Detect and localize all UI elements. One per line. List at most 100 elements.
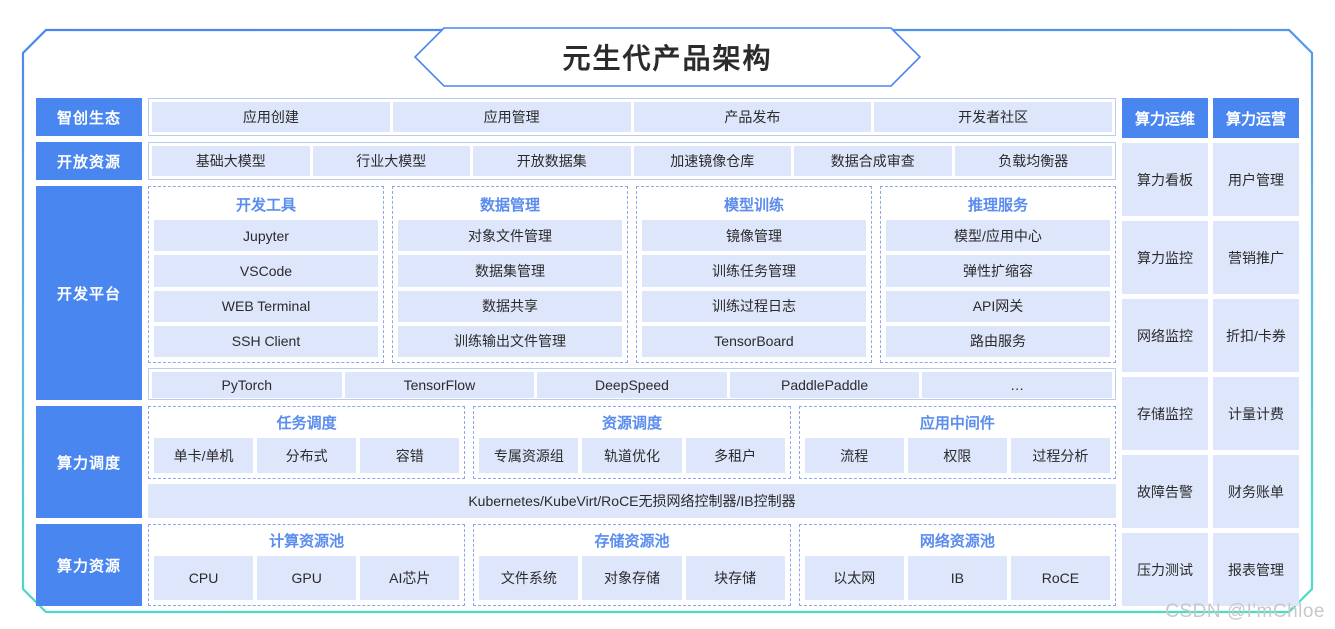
resource-item[interactable]: 行业大模型 [312, 146, 470, 176]
group-compute-pool: 计算资源池 CPU GPU AI芯片 [148, 524, 466, 606]
ops-item[interactable]: 营销推广 [1213, 221, 1299, 294]
watermark: CSDN @I'mChloe [1165, 601, 1325, 622]
group-storage-pool: 存储资源池 文件系统 对象存储 块存储 [473, 524, 791, 606]
platform-controller-bar[interactable]: Kubernetes/KubeVirt/RoCE无损网络控制器/IB控制器 [148, 484, 1116, 518]
eco-item[interactable]: 应用管理 [392, 102, 631, 132]
group-items: Jupyter VSCode WEB Terminal SSH Client [154, 220, 378, 357]
ops-item[interactable]: 报表管理 [1213, 533, 1299, 606]
app-middleware-item[interactable]: 权限 [907, 438, 1007, 473]
ops-column-maintenance: 算力运维 算力看板 算力监控 网络监控 存储监控 故障告警 压力测试 [1122, 98, 1208, 606]
ops-item[interactable]: 折扣/卡券 [1213, 299, 1299, 372]
dev-tool-item[interactable]: WEB Terminal [154, 290, 378, 322]
eco-item[interactable]: 开发者社区 [874, 102, 1112, 132]
title-banner: 元生代产品架构 [414, 27, 921, 87]
dev-tool-item[interactable]: SSH Client [154, 325, 378, 357]
ops-item[interactable]: 算力监控 [1122, 221, 1208, 294]
page-title: 元生代产品架构 [562, 43, 773, 74]
data-management-item[interactable]: 对象文件管理 [398, 220, 622, 252]
operations-panel: 算力运维 算力看板 算力监控 网络监控 存储监控 故障告警 压力测试 算力运营 … [1122, 98, 1299, 606]
compute-pool-item[interactable]: CPU [154, 556, 254, 600]
network-pool-item[interactable]: RoCE [1010, 556, 1110, 600]
row-compute-resources: 算力资源 计算资源池 CPU GPU AI芯片 存储资源池 文件系统 对象存储 [36, 524, 1116, 606]
ops-item[interactable]: 存储监控 [1122, 377, 1208, 450]
group-inference-service: 推理服务 模型/应用中心 弹性扩缩容 API网关 路由服务 [880, 186, 1116, 363]
model-training-item[interactable]: TensorBoard [642, 325, 866, 357]
resource-scheduling-item[interactable]: 多租户 [685, 438, 785, 473]
ops-column-head: 算力运营 [1213, 98, 1299, 138]
model-training-item[interactable]: 训练任务管理 [642, 255, 866, 287]
inference-service-item[interactable]: API网关 [886, 290, 1110, 322]
inference-service-item[interactable]: 弹性扩缩容 [886, 255, 1110, 287]
task-scheduling-item[interactable]: 分布式 [257, 438, 357, 473]
inference-service-item[interactable]: 路由服务 [886, 325, 1110, 357]
group-title: 网络资源池 [919, 533, 995, 550]
row-body-eco: 应用创建 应用管理 产品发布 开发者社区 [148, 98, 1116, 136]
group-title: 资源调度 [601, 415, 662, 432]
eco-item[interactable]: 应用创建 [152, 102, 390, 132]
framework-item-more[interactable]: … [922, 372, 1112, 398]
group-title: 计算资源池 [269, 533, 345, 550]
compute-pool-item[interactable]: GPU [257, 556, 357, 600]
ops-item[interactable]: 财务账单 [1213, 455, 1299, 528]
task-scheduling-item[interactable]: 单卡/单机 [154, 438, 254, 473]
ops-item[interactable]: 计量计费 [1213, 377, 1299, 450]
ops-column-operations: 算力运营 用户管理 营销推广 折扣/卡券 计量计费 财务账单 报表管理 [1213, 98, 1299, 606]
data-management-item[interactable]: 训练输出文件管理 [398, 325, 622, 357]
ops-item[interactable]: 故障告警 [1122, 455, 1208, 528]
architecture-board: 智创生态 应用创建 应用管理 产品发布 开发者社区 开放资源 基础大模型 行业大… [36, 98, 1299, 606]
dev-tool-item[interactable]: Jupyter [154, 220, 378, 252]
compute-scheduling-groups: 任务调度 单卡/单机 分布式 容错 资源调度 专属资源组 轨道优化 多租户 [148, 406, 1116, 479]
dev-platform-body: 开发工具 Jupyter VSCode WEB Terminal SSH Cli… [148, 186, 1116, 400]
ops-item[interactable]: 压力测试 [1122, 533, 1208, 606]
storage-pool-item[interactable]: 对象存储 [582, 556, 682, 600]
group-title: 任务调度 [276, 415, 337, 432]
network-pool-item[interactable]: 以太网 [804, 556, 904, 600]
row-label-compute-scheduling: 算力调度 [36, 406, 142, 518]
framework-item[interactable]: TensorFlow [344, 372, 535, 398]
framework-item[interactable]: PyTorch [152, 372, 342, 398]
resource-item[interactable]: 开放数据集 [473, 146, 631, 176]
network-pool-item[interactable]: IB [907, 556, 1007, 600]
group-items: 流程 权限 过程分析 [804, 438, 1110, 473]
group-app-middleware: 应用中间件 流程 权限 过程分析 [798, 406, 1116, 479]
architecture-left-stack: 智创生态 应用创建 应用管理 产品发布 开发者社区 开放资源 基础大模型 行业大… [36, 98, 1116, 606]
model-training-item[interactable]: 训练过程日志 [642, 290, 866, 322]
resource-item[interactable]: 负载均衡器 [954, 146, 1112, 176]
group-items: 文件系统 对象存储 块存储 [479, 556, 785, 600]
framework-strip: PyTorch TensorFlow DeepSpeed PaddlePaddl… [148, 368, 1116, 400]
data-management-item[interactable]: 数据集管理 [398, 255, 622, 287]
group-title: 应用中间件 [919, 415, 995, 432]
resource-scheduling-item[interactable]: 轨道优化 [582, 438, 682, 473]
group-items: 对象文件管理 数据集管理 数据共享 训练输出文件管理 [398, 220, 622, 357]
dev-tool-item[interactable]: VSCode [154, 255, 378, 287]
group-items: CPU GPU AI芯片 [154, 556, 460, 600]
ops-item[interactable]: 用户管理 [1213, 143, 1299, 216]
resource-item[interactable]: 基础大模型 [152, 146, 310, 176]
row-label-eco: 智创生态 [36, 98, 142, 136]
app-middleware-item[interactable]: 过程分析 [1010, 438, 1110, 473]
group-resource-scheduling: 资源调度 专属资源组 轨道优化 多租户 [473, 406, 791, 479]
data-management-item[interactable]: 数据共享 [398, 290, 622, 322]
group-title: 数据管理 [479, 197, 540, 214]
compute-pool-item[interactable]: AI芯片 [360, 556, 460, 600]
group-task-scheduling: 任务调度 单卡/单机 分布式 容错 [148, 406, 466, 479]
model-training-item[interactable]: 镜像管理 [642, 220, 866, 252]
eco-item[interactable]: 产品发布 [633, 102, 872, 132]
app-middleware-item[interactable]: 流程 [804, 438, 904, 473]
framework-item[interactable]: DeepSpeed [537, 372, 727, 398]
resource-item[interactable]: 加速镜像仓库 [633, 146, 791, 176]
storage-pool-item[interactable]: 块存储 [685, 556, 785, 600]
row-label-dev-platform: 开发平台 [36, 186, 142, 400]
resource-item[interactable]: 数据合成审查 [794, 146, 952, 176]
ops-item[interactable]: 网络监控 [1122, 299, 1208, 372]
task-scheduling-item[interactable]: 容错 [360, 438, 460, 473]
inference-service-item[interactable]: 模型/应用中心 [886, 220, 1110, 252]
row-eco: 智创生态 应用创建 应用管理 产品发布 开发者社区 [36, 98, 1116, 136]
framework-item[interactable]: PaddlePaddle [729, 372, 920, 398]
compute-scheduling-body: 任务调度 单卡/单机 分布式 容错 资源调度 专属资源组 轨道优化 多租户 [148, 406, 1116, 518]
resource-scheduling-item[interactable]: 专属资源组 [479, 438, 579, 473]
row-label-compute-resources: 算力资源 [36, 524, 142, 606]
ops-item[interactable]: 算力看板 [1122, 143, 1208, 216]
storage-pool-item[interactable]: 文件系统 [479, 556, 579, 600]
ops-column-head: 算力运维 [1122, 98, 1208, 138]
